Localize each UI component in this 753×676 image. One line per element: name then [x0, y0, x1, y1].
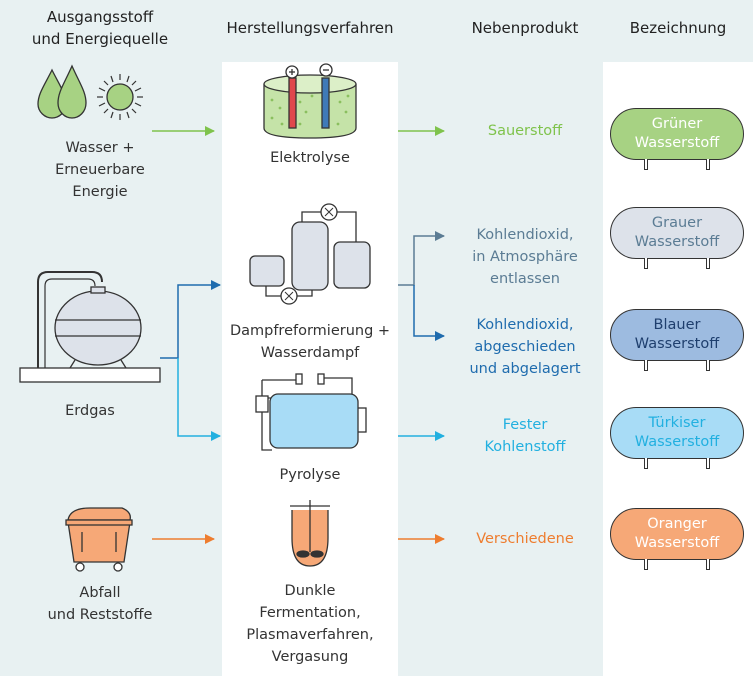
source-gas-label: Erdgas [65, 403, 115, 419]
arrow-gas-steam [160, 280, 221, 359]
tank-leg [706, 360, 710, 371]
tank-leg [644, 458, 648, 469]
water-drops-icon [37, 64, 87, 119]
header-byproduct: Nebenprodukt [471, 19, 579, 37]
waste-container-icon [65, 507, 133, 572]
byproduct-co2-released: Kohlendioxid, in Atmosphäre entlassen [472, 227, 578, 287]
electrolysis-cell-icon [263, 63, 357, 139]
gas-tank-icon [19, 271, 161, 383]
source-water-label: Wasser + Erneuerbare Energie [55, 140, 145, 200]
byproduct-co2-stored: Kohlendioxid, abgeschieden und abgelager… [469, 317, 581, 377]
process-electrolysis-label: Elektrolyse [270, 150, 350, 166]
arrow-gas-pyrolysis [177, 358, 221, 441]
byproduct-various: Verschiedene [476, 531, 574, 547]
tank-orange-label: Oranger Wasserstoff [610, 508, 744, 560]
fermentation-vessel-icon [290, 500, 330, 567]
process-pyrolysis-label: Pyrolyse [279, 467, 341, 483]
steam-reformer-icon [249, 203, 371, 305]
byproduct-carbon: Fester Kohlenstoff [484, 417, 566, 455]
sun-icon [97, 74, 143, 120]
tank-turquoise-label: Türkiser Wasserstoff [610, 407, 744, 459]
tank-leg [706, 258, 710, 269]
pyrolysis-reactor-icon [255, 373, 367, 451]
arrow-steam-co2-released [398, 231, 445, 286]
process-column [222, 62, 398, 676]
tank-leg [644, 258, 648, 269]
name-column [603, 62, 753, 676]
byproduct-oxygen: Sauerstoff [487, 123, 563, 139]
header-process: Herstellungsverfahren [226, 19, 394, 37]
source-waste-label: Abfall und Reststoffe [47, 585, 153, 623]
tank-blue-label: Blauer Wasserstoff [610, 309, 744, 361]
process-fermentation-label: Dunkle Fermentation, Plasmaverfahren, Ve… [246, 583, 374, 665]
tank-leg [706, 559, 710, 570]
tank-leg [644, 159, 648, 170]
header-source: Ausgangsstoff und Energiequelle [31, 8, 169, 48]
tank-grey-label: Grauer Wasserstoff [610, 207, 744, 259]
tank-leg [706, 458, 710, 469]
process-steam-label: Dampfreformierung + Wasserdampf [229, 323, 391, 361]
tank-leg [706, 159, 710, 170]
tank-green-label: Grüner Wasserstoff [610, 108, 744, 160]
arrow-steam-co2-stored [413, 285, 445, 341]
header-name: Bezeichnung [629, 19, 727, 37]
tank-leg [644, 559, 648, 570]
tank-leg [644, 360, 648, 371]
